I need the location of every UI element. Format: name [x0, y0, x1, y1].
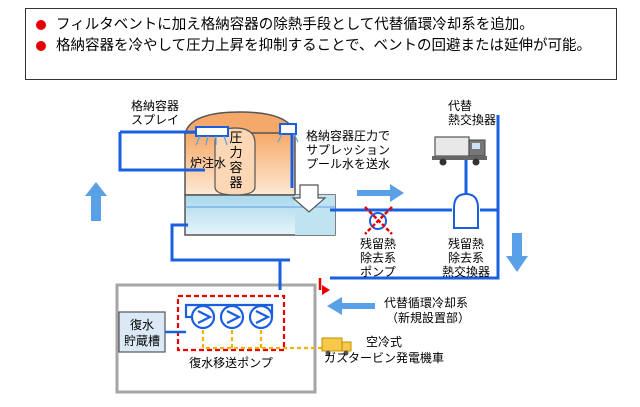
suppression-label-3: プール水を送水: [306, 156, 390, 171]
bullet-dot-icon: [36, 20, 46, 30]
vessel-label-1: 圧: [229, 131, 242, 146]
flow-arrow-icon: [506, 233, 528, 272]
spray-nozzle-icon: [195, 126, 229, 146]
rhr-heat-exchanger-icon: [453, 192, 479, 229]
spray-label-1: 格納容器: [131, 98, 179, 113]
alt-cooling-label-2: （新規設置部）: [386, 310, 470, 325]
flow-arrow-icon: [357, 184, 404, 202]
suppression-label-1: 格納容器圧力で: [306, 128, 390, 143]
gas-turbine-truck-icon: [321, 337, 352, 356]
flow-arrow-icon: [327, 297, 375, 315]
condensate-pumps: [184, 303, 274, 330]
rhr-pump-label-2: 除去系: [360, 250, 396, 265]
note-item: フィルタベントに加え格納容器の除熱手段として代替循環冷却系を追加。: [36, 15, 608, 36]
gas-turbine-label-1: 空冷式: [366, 335, 402, 349]
note-text: 格納容器を冷やして圧力上昇を抑制することで、ベントの回避または延伸が可能。: [56, 38, 592, 54]
flow-arrows: [85, 182, 528, 315]
red-arrow-icon: [322, 285, 330, 295]
suppression-label-2: サプレッション: [306, 143, 390, 157]
bullet-dot-icon: [36, 41, 46, 51]
rhr-hx-label-2: 除去系: [448, 250, 484, 265]
vessel-label-4: 器: [229, 176, 242, 191]
note-text: フィルタベントに加え格納容器の除熱手段として代替循環冷却系を追加。: [56, 17, 534, 33]
condensate-tank-label-2: 貯蔵槽: [124, 334, 160, 348]
notes-box: フィルタベントに加え格納容器の除熱手段として代替循環冷却系を追加。 格納容器を冷…: [25, 8, 617, 80]
rhr-pump-label-3: ポンプ: [360, 265, 396, 279]
note-item: 格納容器を冷やして圧力上昇を抑制することで、ベントの回避または延伸が可能。: [36, 36, 608, 57]
condensate-pump-label: 復水移送ポンプ: [189, 355, 273, 370]
spray-label-2: スプレイ: [131, 113, 179, 127]
pool-down-arrow-icon: [291, 184, 327, 213]
gas-turbine-label-2: ガスタービン発電機車: [324, 350, 444, 365]
rhr-pump-label-1: 残留熱: [360, 237, 396, 251]
core-water-label: 炉注水: [190, 155, 226, 170]
alt-cooling-line: [176, 294, 286, 352]
power-lines: [201, 330, 322, 350]
flow-arrow-icon: [85, 182, 107, 221]
condensate-tank: [118, 311, 166, 353]
stopped-pump-x-icon: [364, 206, 393, 235]
vessel-label-3: 容: [229, 160, 242, 176]
truck-icon: [432, 136, 487, 166]
condensate-tank-label-1: 復水: [130, 317, 154, 332]
injection-nozzle-icon: [277, 123, 299, 143]
rhr-hx-label-3: 熱交換器: [442, 264, 490, 279]
alt-cooling-label-1: 代替循環冷却系: [384, 296, 468, 310]
alt-hx-label-1: 代替: [448, 99, 472, 113]
rhr-hx-label-1: 残留熱: [448, 237, 484, 251]
vessel-label-2: 力: [229, 146, 242, 161]
alt-hx-label-2: 熱交換器: [448, 112, 496, 127]
flow-lines: [118, 115, 500, 290]
